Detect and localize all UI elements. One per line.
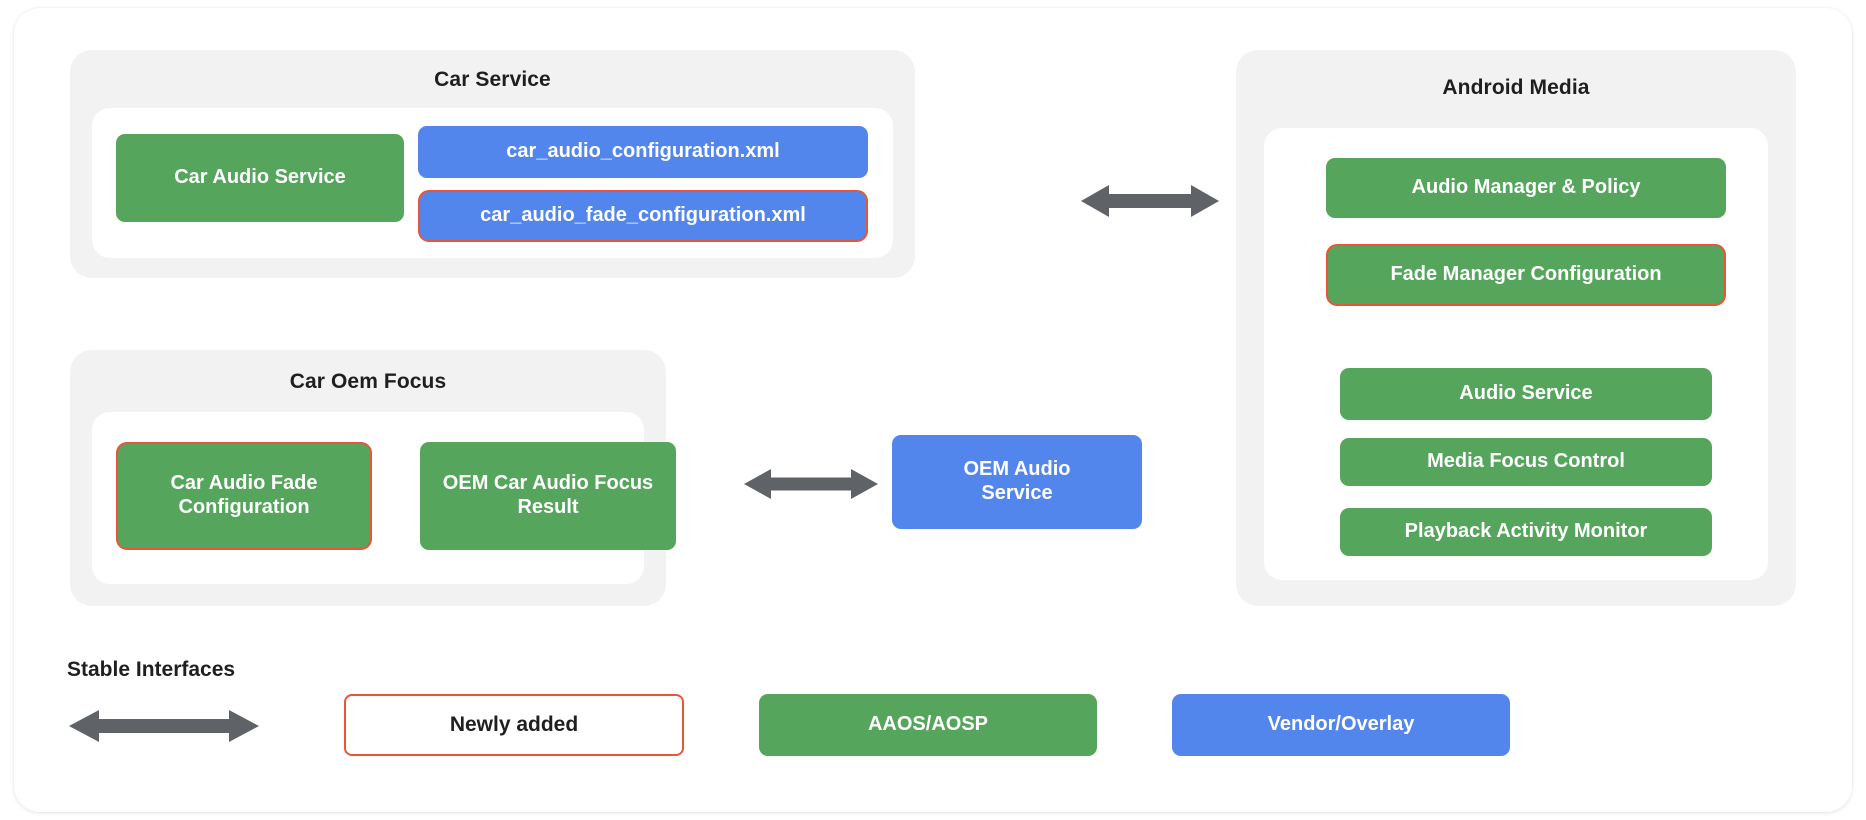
legend-item-aaos-aosp[interactable]: AAOS/AOSP bbox=[759, 694, 1097, 756]
legend-stable-interfaces-label: Stable Interfaces bbox=[67, 658, 236, 681]
panel-car-service-title: Car Service bbox=[434, 68, 551, 91]
legend-item-newly-added-label: Newly added bbox=[449, 712, 579, 736]
legend-item-vendor-overlay-label: Vendor/Overlay bbox=[1267, 713, 1415, 736]
node-car-audio-configuration-xml[interactable]: car_audio_configuration.xml bbox=[418, 126, 868, 178]
node-playback-activity-monitor-label: Playback Activity Monitor bbox=[1404, 520, 1648, 543]
node-car-audio-configuration-xml-label: car_audio_configuration.xml bbox=[506, 140, 780, 163]
node-oem-audio-service[interactable]: OEM Audio Service bbox=[892, 435, 1142, 529]
node-audio-service[interactable]: Audio Service bbox=[1340, 368, 1712, 420]
diagram-card: Car Service Car Audio Service car_audio_… bbox=[14, 8, 1852, 812]
panel-android-media: Android Media Audio Manager & Policy Fad… bbox=[1236, 50, 1796, 606]
double-arrow-icon-legend-stable-interface bbox=[67, 705, 261, 747]
node-oem-audio-service-label-line1: OEM Audio bbox=[963, 458, 1071, 481]
legend-item-vendor-overlay[interactable]: Vendor/Overlay bbox=[1172, 694, 1510, 756]
node-fade-manager-configuration-label: Fade Manager Configuration bbox=[1390, 263, 1662, 286]
panel-android-media-title: Android Media bbox=[1442, 76, 1590, 99]
node-fade-manager-configuration[interactable]: Fade Manager Configuration bbox=[1326, 244, 1726, 306]
node-car-audio-fade-configuration-label: Car Audio Fade Configuration bbox=[170, 472, 318, 518]
node-car-audio-fade-configuration-xml[interactable]: car_audio_fade_configuration.xml bbox=[418, 190, 868, 242]
panel-car-oem-focus-title: Car Oem Focus bbox=[289, 370, 447, 393]
node-audio-service-label: Audio Service bbox=[1459, 382, 1593, 405]
node-audio-manager-and-policy-label: Audio Manager & Policy bbox=[1411, 176, 1641, 199]
node-media-focus-control-label: Media Focus Control bbox=[1427, 450, 1625, 473]
node-oem-car-audio-focus-result[interactable]: OEM Car Audio Focus Result bbox=[420, 442, 676, 550]
double-arrow-icon-car-service-to-android-media bbox=[1079, 180, 1221, 222]
node-car-audio-service-label: Car Audio Service bbox=[174, 166, 346, 189]
node-oem-car-audio-focus-result-label: OEM Car Audio Focus Result bbox=[442, 472, 654, 518]
double-arrow-icon-oem-focus-to-oem-audio-service bbox=[742, 464, 880, 504]
panel-car-service: Car Service Car Audio Service car_audio_… bbox=[70, 50, 915, 278]
node-car-audio-fade-configuration-xml-label: car_audio_fade_configuration.xml bbox=[480, 204, 806, 227]
node-car-audio-service[interactable]: Car Audio Service bbox=[116, 134, 404, 222]
node-audio-manager-and-policy[interactable]: Audio Manager & Policy bbox=[1326, 158, 1726, 218]
node-oem-audio-service-label-line2: Service bbox=[981, 482, 1053, 504]
panel-car-oem-focus: Car Oem Focus Car Audio Fade Configurati… bbox=[70, 350, 676, 606]
legend-item-newly-added[interactable]: Newly added bbox=[344, 694, 684, 756]
node-playback-activity-monitor[interactable]: Playback Activity Monitor bbox=[1340, 508, 1712, 556]
node-media-focus-control[interactable]: Media Focus Control bbox=[1340, 438, 1712, 486]
legend-item-aaos-aosp-label: AAOS/AOSP bbox=[867, 713, 989, 736]
node-car-audio-fade-configuration[interactable]: Car Audio Fade Configuration bbox=[116, 442, 372, 550]
